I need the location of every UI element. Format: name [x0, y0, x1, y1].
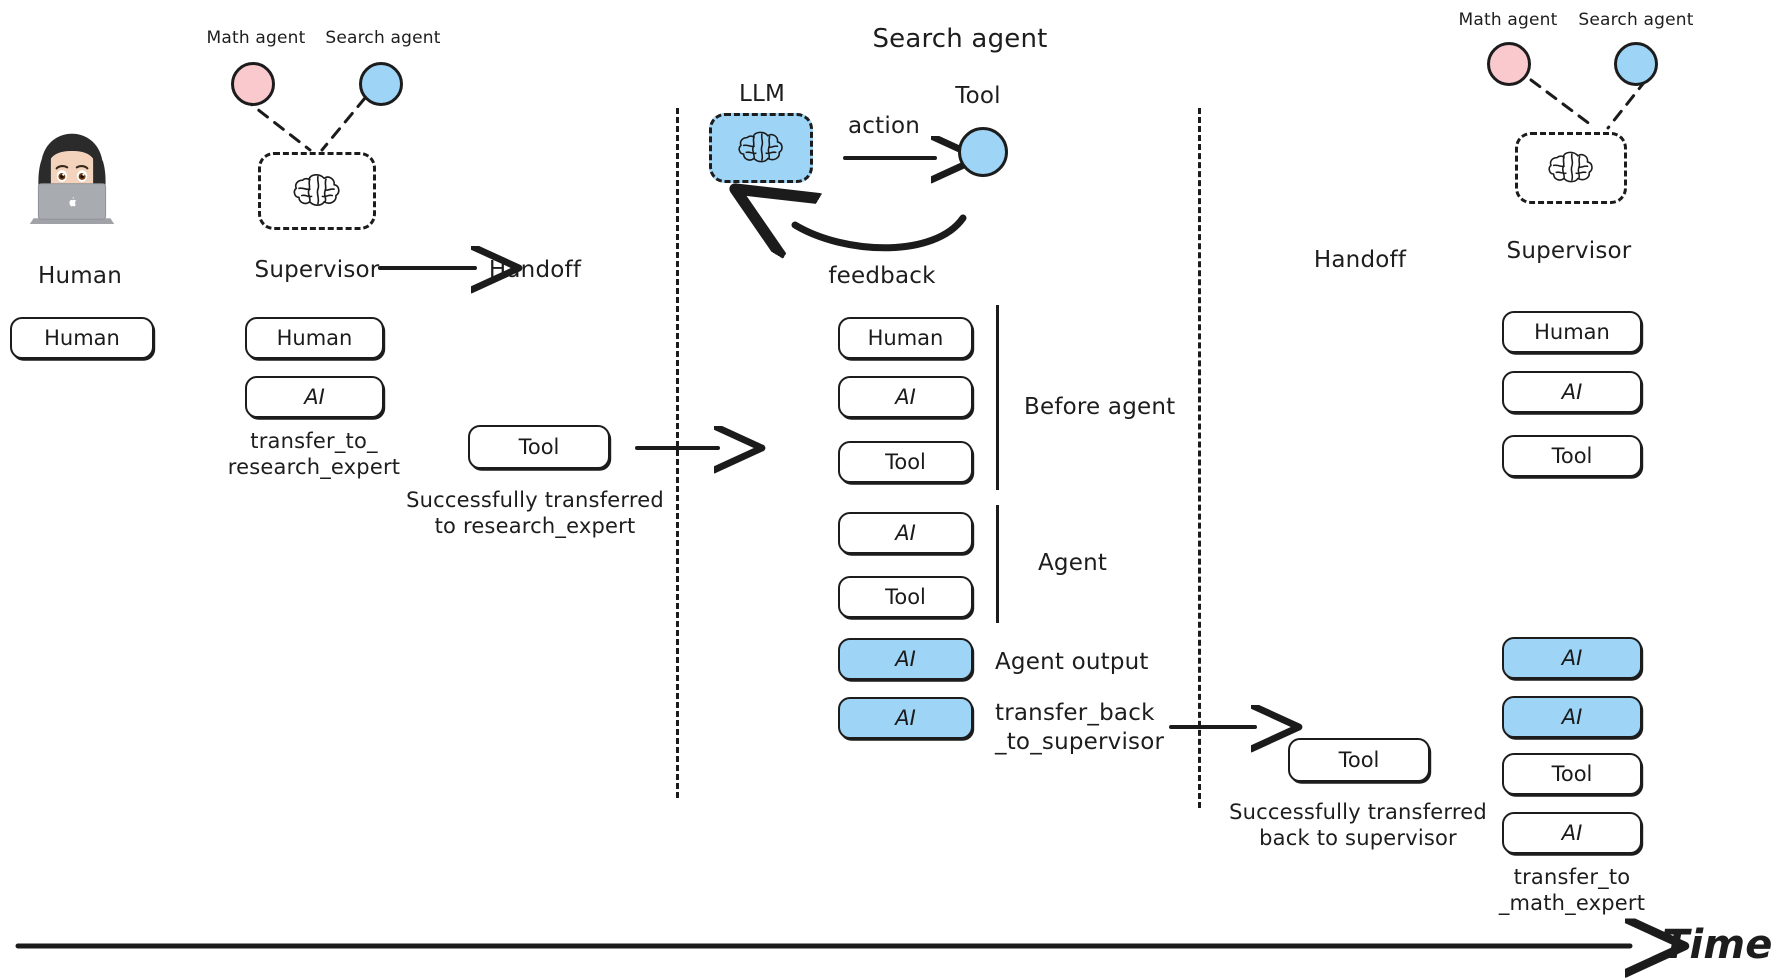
handoff-label-left: Handoff	[488, 257, 582, 283]
message-label: AI	[895, 521, 916, 545]
message-label: AI	[1561, 380, 1583, 404]
message-box-supervisor-right-5: Tool	[1502, 753, 1642, 795]
message-label: Human	[44, 326, 120, 350]
group-label-agent: Agent	[1038, 550, 1108, 576]
supervisor-label-left: Supervisor	[254, 257, 380, 283]
message-label: Human	[1534, 320, 1610, 344]
message-label: AI	[304, 385, 325, 409]
tool-node-label: Tool	[955, 83, 1001, 109]
handoff-label-right: Handoff	[1313, 247, 1407, 273]
annotation-transfer-to-math-expert: transfer_to _math_expert	[1498, 865, 1646, 916]
search-agent-node-left[interactable]	[359, 62, 403, 106]
tool-node[interactable]	[958, 127, 1008, 177]
message-box-supervisor-right-6: AI	[1502, 812, 1642, 854]
search-agent-label-left: Search agent	[325, 28, 441, 48]
message-label: AI	[1561, 705, 1583, 729]
message-box-agent-3: AI	[838, 512, 973, 554]
message-label: AI	[1561, 821, 1583, 845]
search-agent-node-right[interactable]	[1614, 42, 1658, 86]
bracket-before-agent	[996, 305, 999, 490]
message-label: Tool	[1551, 762, 1593, 786]
math-agent-label-right: Math agent	[1458, 10, 1558, 30]
math-agent-label-left: Math agent	[206, 28, 306, 48]
brain-icon	[290, 169, 344, 213]
message-box-supervisor-right-4: AI	[1502, 696, 1642, 738]
message-box-human-left: Human	[10, 317, 154, 359]
supervisor-box-left[interactable]	[258, 152, 376, 230]
message-box-supervisor-left-1: AI	[245, 376, 384, 418]
annotation-successfully-transferred-back-to-supervisor: Successfully transferred back to supervi…	[1229, 800, 1487, 851]
message-box-supervisor-right-1: AI	[1502, 371, 1642, 413]
message-box-supervisor-left-0: Human	[245, 317, 384, 359]
supervisor-box-right[interactable]	[1515, 132, 1627, 204]
message-label: AI	[1561, 646, 1583, 670]
message-label: AI	[895, 385, 916, 409]
message-label: Tool	[1338, 748, 1380, 772]
search-agent-label-right: Search agent	[1578, 10, 1694, 30]
message-box-agent-1: AI	[838, 376, 973, 418]
message-box-handback-tool: Tool	[1288, 738, 1430, 782]
message-label: Tool	[518, 435, 560, 459]
message-label: Tool	[885, 450, 926, 474]
message-label: Tool	[1551, 444, 1593, 468]
action-label: action	[848, 113, 920, 139]
message-box-agent-2: Tool	[838, 441, 973, 483]
message-box-supervisor-right-2: Tool	[1502, 435, 1642, 477]
message-box-agent-6: AI	[838, 697, 973, 739]
message-box-agent-0: Human	[838, 317, 973, 359]
feedback-label: feedback	[828, 263, 936, 289]
supervisor-label-right: Supervisor	[1506, 238, 1632, 264]
annotation-transfer-to-research-expert: transfer_to_ research_expert	[227, 429, 401, 480]
message-label: Human	[867, 326, 944, 350]
arrow-feedback	[795, 218, 967, 248]
math-agent-node-right[interactable]	[1487, 42, 1531, 86]
message-box-handoff-tool: Tool	[468, 425, 610, 469]
message-label: AI	[895, 647, 916, 671]
search-agent-panel-title: Search agent	[872, 24, 1048, 54]
annotation-transfer-back-to-supervisor: transfer_back _to_supervisor	[995, 700, 1165, 755]
brain-icon	[1545, 147, 1597, 189]
human-avatar-icon	[24, 128, 120, 224]
brain-icon	[735, 127, 787, 169]
message-box-supervisor-right-3: AI	[1502, 637, 1642, 679]
supervisor-left-connectors	[241, 96, 367, 152]
time-separator-right	[1198, 108, 1201, 808]
math-agent-node-left[interactable]	[231, 62, 275, 106]
supervisor-right-connectors	[1529, 78, 1648, 130]
llm-box[interactable]	[709, 113, 813, 183]
llm-label: LLM	[738, 81, 786, 107]
human-caption: Human	[38, 263, 122, 289]
message-label: Human	[276, 326, 353, 350]
message-box-agent-5: AI	[838, 638, 973, 680]
annotation-successfully-transferred-to-research-expert: Successfully transferred to research_exp…	[406, 488, 664, 539]
time-separator-left	[676, 108, 679, 798]
group-label-agent-output: Agent output	[995, 649, 1149, 675]
message-label: AI	[895, 706, 916, 730]
message-label: Tool	[885, 585, 926, 609]
bracket-agent	[996, 505, 999, 623]
time-axis-label: Time	[1662, 922, 1773, 968]
group-label-before-agent: Before agent	[1024, 394, 1176, 420]
message-box-supervisor-right-0: Human	[1502, 311, 1642, 353]
message-box-agent-4: Tool	[838, 576, 973, 618]
